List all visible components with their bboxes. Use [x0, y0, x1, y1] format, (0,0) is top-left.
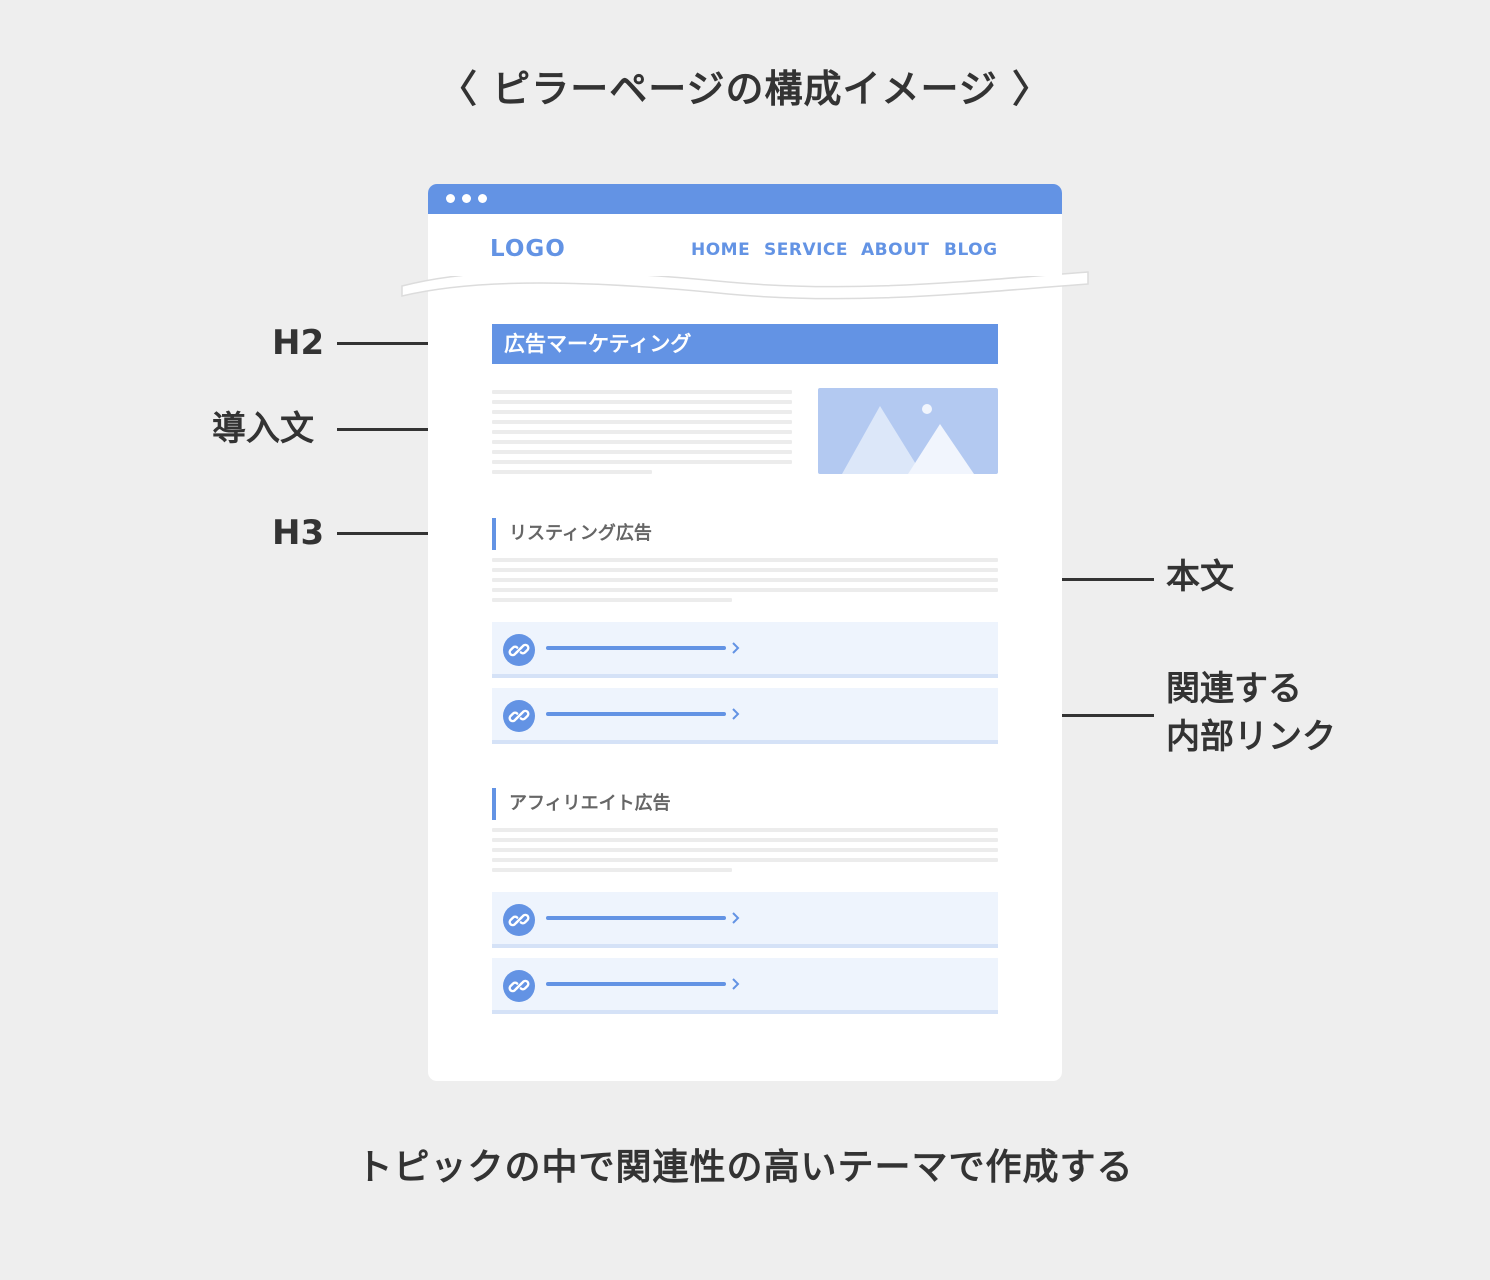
annotation-links: 関連する 内部リンク: [1166, 666, 1336, 761]
link-icon: [503, 970, 535, 1002]
intro-text-line: [492, 410, 792, 414]
body-text-line: [492, 568, 998, 572]
body-text-line: [492, 828, 998, 832]
internal-link-card[interactable]: [492, 892, 998, 948]
page-title: 〈 ピラーページの構成イメージ 〉: [439, 67, 1051, 111]
body-text-line: [492, 848, 998, 852]
link-text-line: [546, 982, 726, 986]
window-dot-icon: [462, 194, 471, 203]
caption-text: トピックの中で関連性の高いテーマで作成する: [356, 1147, 1134, 1188]
body-text-line: [492, 588, 998, 592]
internal-link-card[interactable]: [492, 688, 998, 744]
connector-h3: [337, 532, 465, 535]
nav-about[interactable]: ABOUT: [861, 240, 930, 260]
connector-body: [1024, 578, 1154, 581]
link-text-line: [546, 712, 726, 716]
browser-titlebar: [428, 184, 1062, 214]
internal-link-card[interactable]: [492, 958, 998, 1014]
link-icon: [503, 700, 535, 732]
link-text-line: [546, 916, 726, 920]
internal-link-card[interactable]: [492, 622, 998, 678]
annotation-links-line2: 内部リンク: [1166, 716, 1336, 757]
window-dot-icon: [478, 194, 487, 203]
chevron-right-icon: [732, 912, 740, 924]
link-icon: [503, 634, 535, 666]
body-text-line: [492, 558, 998, 562]
body-text-line: [492, 598, 732, 602]
intro-text-line: [492, 400, 792, 404]
nav-blog[interactable]: BLOG: [944, 240, 998, 260]
annotation-links-line1: 関連する: [1166, 669, 1302, 709]
body-text-line: [492, 578, 998, 582]
torn-edge-divider: [401, 266, 1089, 300]
intro-text-line: [492, 460, 792, 464]
intro-text-line: [492, 450, 792, 454]
image-placeholder-icon: [818, 388, 998, 474]
browser-mockup: LOGO HOME SERVICE ABOUT BLOG 広告マーケティング リ…: [401, 184, 1089, 1081]
h3-heading: リスティング広告: [492, 518, 652, 550]
annotation-intro: 導入文: [212, 409, 314, 449]
body-text-line: [492, 868, 732, 872]
body-text-line: [492, 838, 998, 842]
body-text-line: [492, 858, 998, 862]
annotation-body: 本文: [1166, 557, 1234, 597]
connector-h2: [337, 342, 465, 345]
intro-text-line: [492, 420, 792, 424]
site-logo: LOGO: [490, 236, 566, 262]
h3-heading: アフィリエイト広告: [492, 788, 671, 820]
intro-text-line: [492, 440, 792, 444]
intro-text-line: [492, 430, 792, 434]
nav-service[interactable]: SERVICE: [764, 240, 849, 260]
h2-heading-bar: 広告マーケティング: [492, 324, 998, 364]
window-dot-icon: [446, 194, 455, 203]
intro-text-line: [492, 470, 652, 474]
intro-text-line: [492, 390, 792, 394]
chevron-right-icon: [732, 642, 740, 654]
link-text-line: [546, 646, 726, 650]
chevron-right-icon: [732, 708, 740, 720]
annotation-h2: H2: [272, 323, 325, 363]
link-icon: [503, 904, 535, 936]
nav-home[interactable]: HOME: [691, 240, 751, 260]
chevron-right-icon: [732, 978, 740, 990]
connector-intro: [337, 428, 465, 431]
connector-links: [1024, 714, 1154, 717]
annotation-h3: H3: [272, 513, 325, 553]
